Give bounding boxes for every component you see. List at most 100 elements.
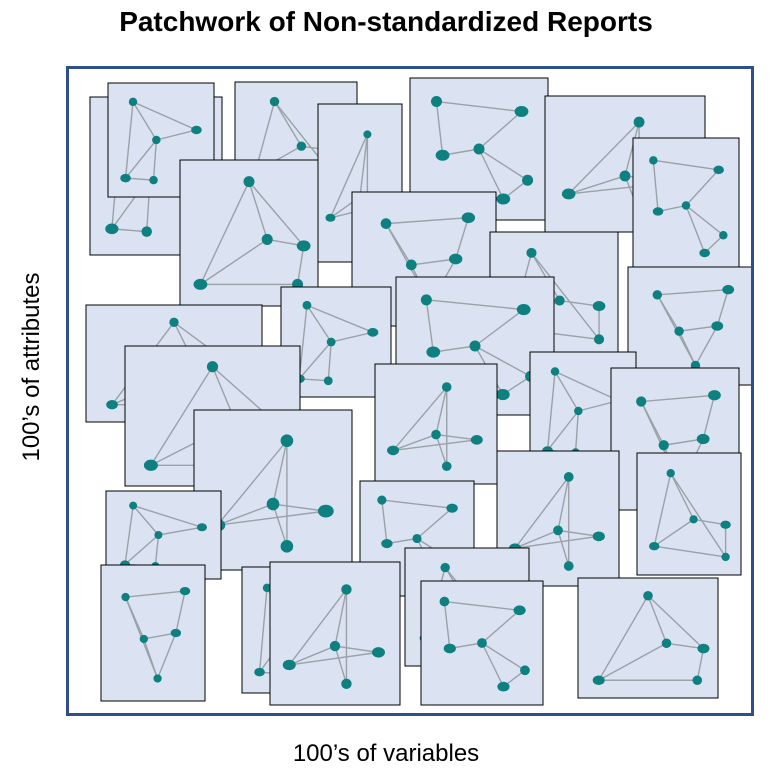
graph-node [261, 233, 273, 245]
graph-edge [716, 289, 729, 327]
graph-node [196, 523, 207, 532]
graph-edge [288, 589, 347, 666]
graph-edge [258, 587, 268, 673]
graph-edge [685, 204, 724, 236]
graph-node [516, 304, 531, 316]
graph-node [430, 95, 443, 108]
graph-node [431, 429, 441, 440]
graph-node [661, 638, 672, 649]
graph-edge [647, 595, 668, 644]
graph-node [128, 97, 138, 107]
graph-edge [124, 101, 134, 179]
graph-node [619, 170, 631, 182]
graph-edge [530, 252, 600, 340]
graph-edge [478, 110, 522, 150]
graph-edge [685, 169, 720, 206]
graph-edge [334, 645, 379, 654]
graph-node [206, 361, 219, 373]
graph-edge [124, 505, 134, 565]
graph-edge [478, 148, 528, 181]
graph-node [495, 389, 510, 401]
graph-node [692, 675, 703, 686]
graph-edge [385, 217, 469, 225]
graph-edge [598, 642, 667, 681]
report-card [632, 137, 740, 274]
graph-node [381, 539, 393, 549]
graph-edge [272, 440, 288, 505]
graph-edge [298, 341, 332, 380]
graph-edge [657, 288, 729, 296]
graph-node [496, 193, 511, 205]
graph-node [129, 501, 138, 510]
graph-node [681, 201, 691, 210]
graph-node [446, 503, 458, 513]
graph-node [522, 174, 534, 186]
graph-node [477, 638, 487, 648]
graph-node [296, 240, 311, 252]
graph-edge [696, 648, 705, 681]
graph-node [592, 531, 605, 542]
graph-node [121, 592, 130, 602]
graph-edge [436, 100, 522, 113]
graph-edge [327, 341, 332, 381]
graph-edge [474, 309, 525, 347]
graph-edge [433, 345, 476, 353]
graph-node [280, 540, 294, 553]
graph-edge [331, 331, 373, 343]
report-card [577, 577, 719, 699]
graph-node [254, 667, 265, 677]
graph-edge [554, 370, 619, 402]
graph-edge [329, 134, 369, 219]
graph-node [282, 659, 296, 671]
graph-edge [217, 503, 274, 526]
graph-edge [425, 299, 434, 353]
graph-node [367, 327, 379, 337]
graph-edge [455, 217, 470, 260]
graph-edge [557, 530, 570, 567]
graph-edge [217, 510, 326, 526]
graph-node [170, 628, 182, 638]
graph-edge [359, 134, 369, 197]
graph-node [169, 317, 179, 327]
graph-node [243, 176, 255, 188]
graph-node [420, 294, 432, 306]
graph-node [377, 495, 387, 505]
graph-edge [334, 645, 348, 685]
graph-node [363, 130, 372, 139]
report-card [627, 266, 751, 386]
graph-node [708, 390, 721, 401]
graph-edge [514, 476, 570, 549]
graph-edge [666, 642, 704, 650]
graph-edge [670, 472, 695, 520]
graph-edge [426, 299, 524, 311]
graph-edge [216, 440, 288, 526]
graph-node [371, 647, 385, 658]
graph-node [643, 590, 653, 601]
graph-node [341, 678, 352, 690]
graph-node [317, 504, 334, 518]
graph-edge [200, 238, 268, 285]
graph-edge [653, 518, 694, 547]
graph-edge [248, 181, 305, 247]
graph-node [711, 321, 724, 331]
graph-edge [481, 642, 505, 687]
graph-node [139, 634, 149, 644]
graph-node [387, 445, 400, 456]
graph-edge [381, 499, 388, 544]
graph-edge [306, 304, 332, 343]
graph-node [652, 207, 664, 216]
graph-node [574, 406, 583, 416]
graph-node [461, 212, 476, 224]
graph-edge [514, 529, 559, 549]
graph-edge [568, 175, 626, 195]
graph-edge [158, 526, 203, 536]
graph-node [649, 156, 658, 165]
graph-node [191, 125, 202, 135]
graph-node [143, 459, 158, 471]
graph-node [441, 461, 452, 472]
report-card [269, 561, 401, 706]
report-card-background [269, 561, 401, 706]
graph-edge [152, 139, 158, 181]
graph-edge [435, 433, 477, 441]
graph-node [594, 334, 605, 345]
